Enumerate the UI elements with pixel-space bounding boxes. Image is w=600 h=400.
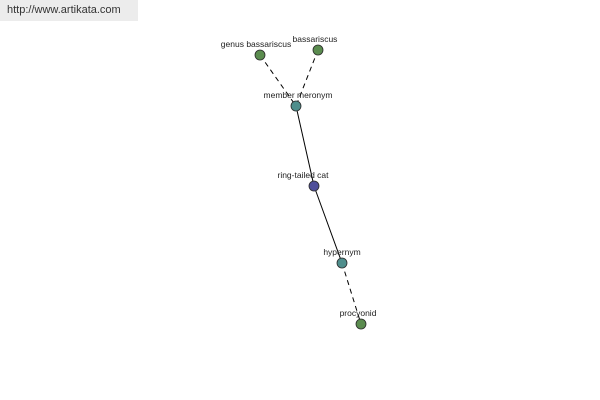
node-procyonid[interactable]: procyonid xyxy=(340,308,377,330)
node-genus-bassariscus-label[interactable]: genus bassariscus xyxy=(221,39,291,49)
graph-edges xyxy=(259,49,362,325)
edge-ring-tailed-cat-to-hypernym xyxy=(313,185,343,264)
node-member-meronym[interactable]: member meronym xyxy=(264,90,333,112)
node-bassariscus-dot[interactable] xyxy=(312,44,324,56)
node-bassariscus-label[interactable]: bassariscus xyxy=(293,34,338,44)
node-procyonid-label[interactable]: procyonid xyxy=(340,308,377,318)
node-genus-bassariscus-dot[interactable] xyxy=(254,49,266,61)
node-procyonid-dot[interactable] xyxy=(355,318,367,330)
node-ring-tailed-cat-label[interactable]: ring-tailed cat xyxy=(277,170,329,180)
node-hypernym-label[interactable]: hypernym xyxy=(323,247,360,257)
node-ring-tailed-cat-dot[interactable] xyxy=(308,180,320,192)
node-bassariscus[interactable]: bassariscus xyxy=(293,34,338,56)
node-member-meronym-dot[interactable] xyxy=(290,100,302,112)
edge-hypernym-to-procyonid xyxy=(341,262,362,325)
node-ring-tailed-cat[interactable]: ring-tailed cat xyxy=(277,170,329,192)
node-member-meronym-label[interactable]: member meronym xyxy=(264,90,333,100)
node-genus-bassariscus[interactable]: genus bassariscus xyxy=(221,39,291,61)
edge-genus-bassariscus-to-member-meronym xyxy=(259,54,297,107)
edge-bassariscus-to-member-meronym xyxy=(295,49,319,107)
node-hypernym[interactable]: hypernym xyxy=(323,247,361,269)
node-hypernym-dot[interactable] xyxy=(336,257,348,269)
watermark-url: http://www.artikata.com xyxy=(0,0,138,21)
edge-member-meronym-to-ring-tailed-cat xyxy=(295,105,315,187)
